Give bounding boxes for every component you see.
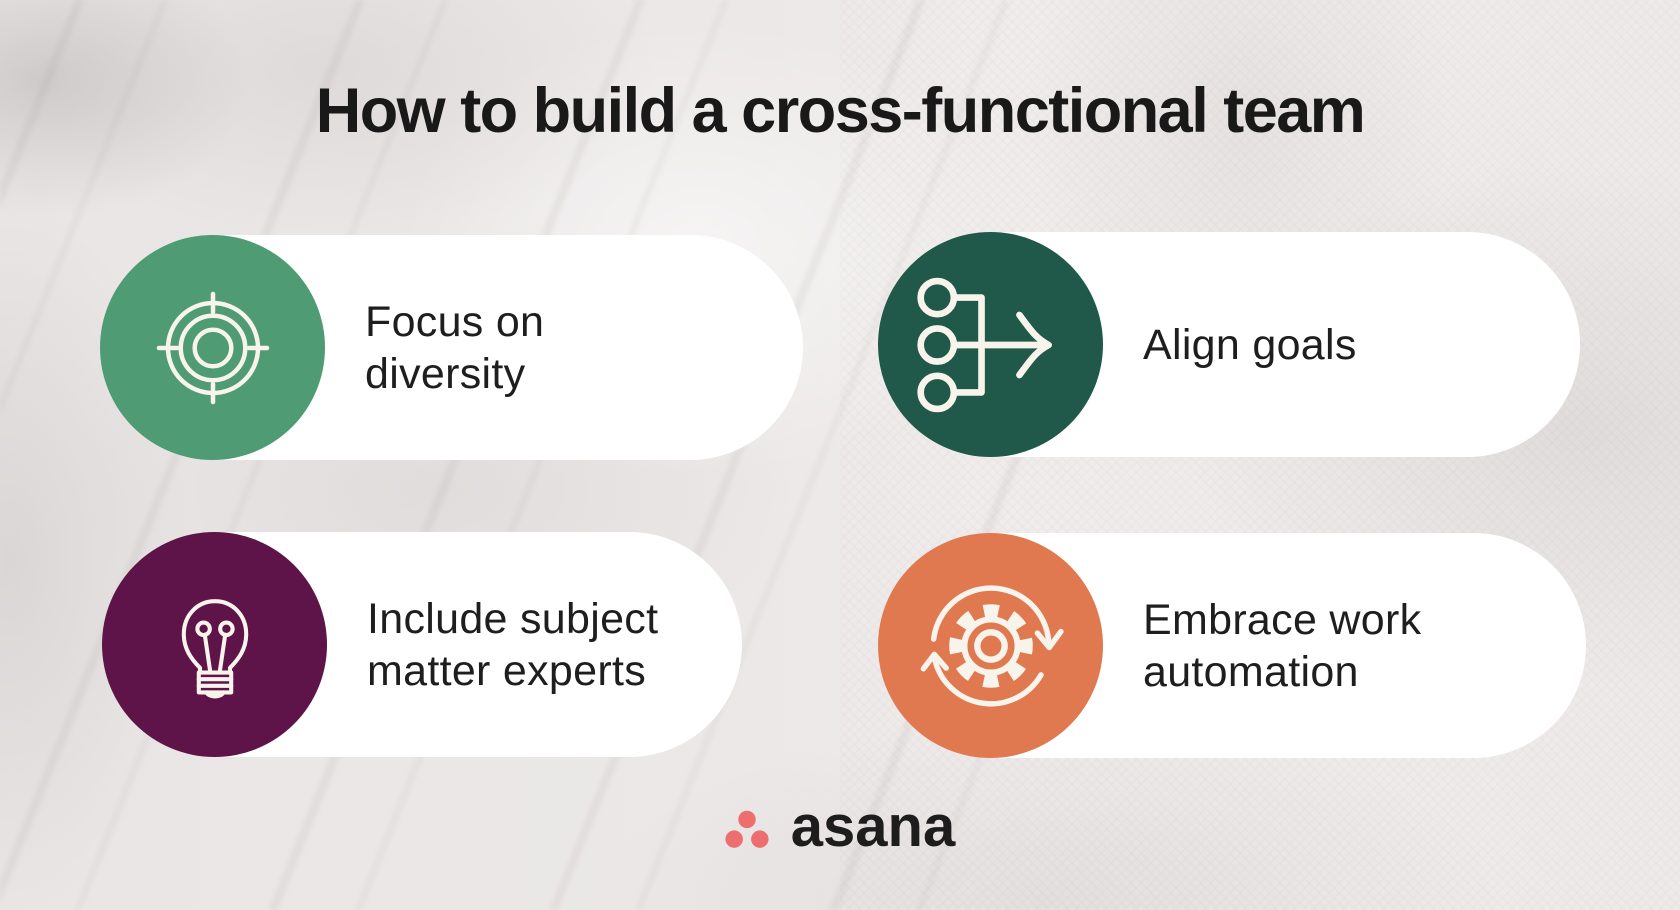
icon-circle xyxy=(100,235,325,460)
asana-logo: asana xyxy=(0,794,1680,859)
card-label: Focus on diversity xyxy=(365,297,545,398)
page-title: How to build a cross-functional team xyxy=(315,76,1366,146)
card-include-subject-matter-experts: Include subject matter experts xyxy=(102,532,742,757)
card-align-goals: Align goals xyxy=(878,232,1580,457)
card-focus-on-diversity: Focus on diversity xyxy=(100,235,803,460)
merge-arrow-icon xyxy=(916,277,1052,412)
card-label: Align goals xyxy=(1143,320,1357,369)
gear-cycle-icon xyxy=(920,584,1064,706)
icon-circle xyxy=(102,532,327,757)
card-embrace-work-automation: Embrace work automation xyxy=(878,533,1586,758)
card-label: Include subject matter experts xyxy=(367,594,659,695)
card-label: Embrace work automation xyxy=(1143,595,1422,696)
asana-logo-icon xyxy=(725,810,769,848)
lightbulb-icon xyxy=(181,598,248,698)
icon-circle xyxy=(878,533,1103,758)
target-icon xyxy=(156,291,269,404)
asana-wordmark: asana xyxy=(790,794,956,859)
icon-circle xyxy=(878,232,1103,457)
